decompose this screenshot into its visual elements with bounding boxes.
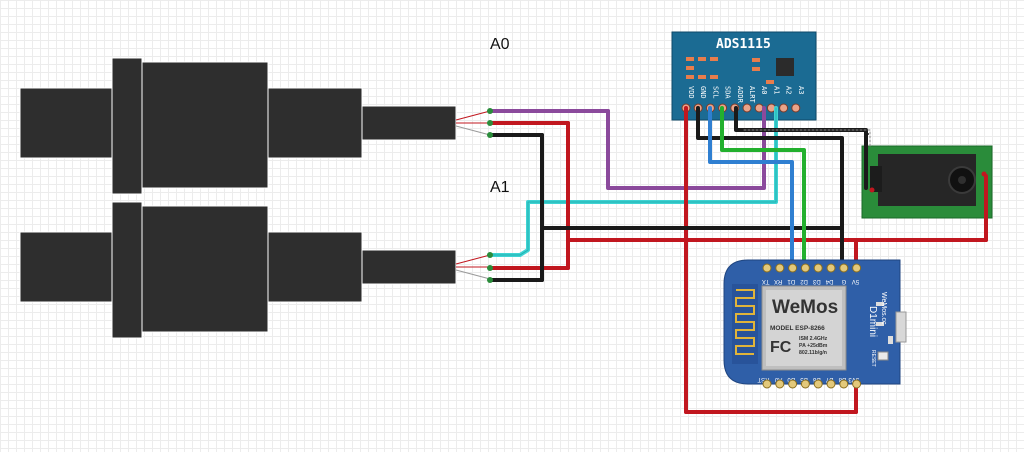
pressure-sensor-top xyxy=(19,57,491,195)
wemos-pin-hole[interactable] xyxy=(762,263,772,273)
board-name: D1mini xyxy=(867,306,878,337)
wemos-pin-hole[interactable] xyxy=(775,263,785,273)
ads-pin-label: A3 xyxy=(797,86,805,94)
wemos-d1-mini-board: WeMos MODEL ESP-8266 FC ISM 2.4GHz PA +2… xyxy=(723,259,907,389)
ads-pin-label: A1 xyxy=(772,86,780,94)
wemos-top-pin-label: D4 xyxy=(825,278,833,284)
wemos-pin-hole[interactable] xyxy=(775,379,785,389)
wemos-bottom-pin-label: A0 xyxy=(774,376,782,382)
ads1115-board: ADS1115 VDD GND SCL SDA ADDR ALRT A0 A1 A2 A3 xyxy=(671,31,817,121)
wemos-spec-3: 802.11b/g/n xyxy=(799,350,827,356)
wemos-pin-hole[interactable] xyxy=(800,379,810,389)
wemos-pin-hole[interactable] xyxy=(826,263,836,273)
ads-pin-label: A2 xyxy=(785,86,793,94)
wemos-bottom-pin-label: 3V3 xyxy=(848,376,859,382)
ads-chip xyxy=(776,58,794,76)
wemos-spec-1: ISM 2.4GHz xyxy=(799,336,828,342)
wemos-pin-hole[interactable] xyxy=(813,263,823,273)
label-a1: A1 xyxy=(490,179,510,196)
fc-logo: FC xyxy=(770,339,792,356)
board-site: WeMos.cc xyxy=(880,292,887,325)
wemos-top-pin-label: TX xyxy=(762,278,770,284)
ads-pin-label: VDD xyxy=(687,86,695,99)
wemos-bottom-pin-label: D0 xyxy=(787,376,795,382)
wemos-top-pin-label: RX xyxy=(774,278,782,284)
ads-title: ADS1115 xyxy=(716,37,771,52)
wemos-pin-hole[interactable] xyxy=(852,379,862,389)
wemos-top-pin-label: 5V xyxy=(852,278,859,284)
wemos-spec-2: PA +25dBm xyxy=(799,343,828,349)
wemos-top-pin-label: D1 xyxy=(787,278,795,284)
wemos-top-pin-label: G xyxy=(841,278,846,284)
ads-pin-hole[interactable] xyxy=(779,103,789,113)
ads-pin-label: ADDR xyxy=(736,86,744,104)
ads-pin-label: A0 xyxy=(760,86,768,94)
ads-pin-hole[interactable] xyxy=(742,103,752,113)
ads-pin-label: SDA xyxy=(724,86,732,99)
wemos-pin-hole[interactable] xyxy=(839,379,849,389)
label-a0: A0 xyxy=(490,36,510,53)
dc-jack-board xyxy=(861,145,993,219)
wemos-pin-hole[interactable] xyxy=(762,379,772,389)
wemos-pin-hole[interactable] xyxy=(788,263,798,273)
ads-pin-label: SCL xyxy=(711,86,719,99)
wemos-bottom-pin-label: D7 xyxy=(825,376,833,382)
wemos-brand: WeMos xyxy=(772,297,838,318)
wemos-bottom-pin-label: D6 xyxy=(812,376,820,382)
wemos-pin-hole[interactable] xyxy=(813,379,823,389)
wemos-pin-hole[interactable] xyxy=(788,379,798,389)
wire-terminals xyxy=(487,108,988,414)
wemos-bottom-pin-label: RST xyxy=(757,376,769,382)
ads-pin-label: GND xyxy=(699,86,707,99)
wemos-model: MODEL ESP-8266 xyxy=(770,325,825,332)
wemos-pin-hole[interactable] xyxy=(839,263,849,273)
wemos-pin-hole[interactable] xyxy=(852,263,862,273)
wemos-bottom-pin-label: D8 xyxy=(838,376,846,382)
reset-button[interactable] xyxy=(877,351,889,361)
reset-label: RESET xyxy=(870,350,876,367)
wemos-bottom-pin-label: D5 xyxy=(800,376,808,382)
ads-pin-hole[interactable] xyxy=(791,103,801,113)
wemos-pin-hole[interactable] xyxy=(826,379,836,389)
ads-pin-label: ALRT xyxy=(748,86,756,104)
wemos-pin-hole[interactable] xyxy=(800,263,810,273)
pressure-sensor-bottom xyxy=(19,201,491,339)
wemos-top-pin-label: D3 xyxy=(812,278,820,284)
wemos-top-pin-label: D2 xyxy=(800,278,808,284)
